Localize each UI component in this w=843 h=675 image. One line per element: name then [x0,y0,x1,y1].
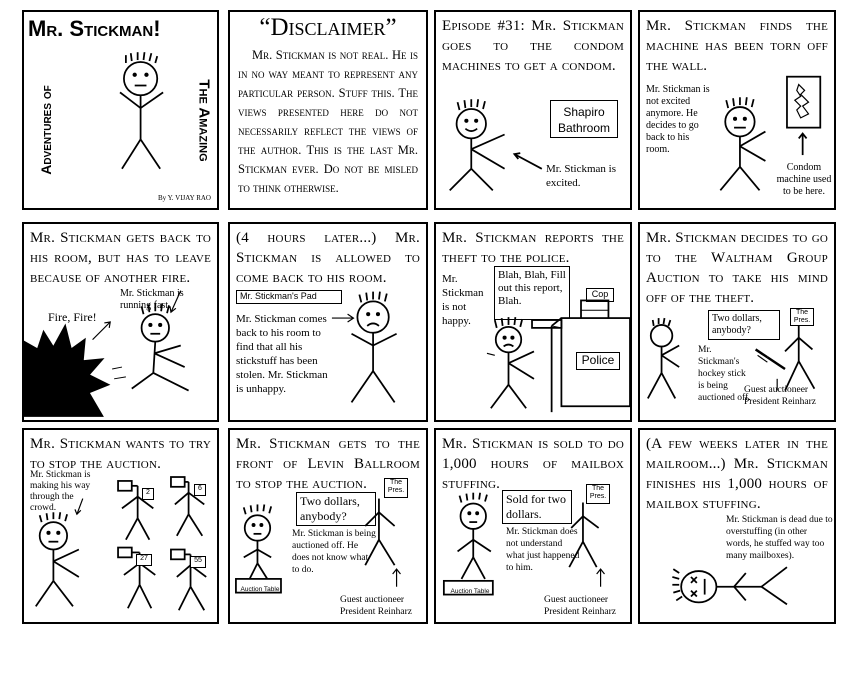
panel-fire: Mr. Stickman gets back to his room, but … [22,222,219,422]
stickman-dead [672,566,788,606]
fire-and-stickman [24,290,189,417]
note-stolen: Mr. Stickman comes back to his room to f… [236,313,328,395]
stickman-not-excited [719,75,822,191]
crowd-card-1: 2 [142,488,154,500]
note-crowd: Mr. Stickman is making his way through t… [30,470,91,513]
note-machine-here: Condom machine used to be here. [776,162,832,197]
panel-caption: Mr. Stickman reports the theft to the po… [442,230,624,266]
note-excited: Mr. Stickman is excited. [546,163,616,189]
panel-caption: Mr. Stickman gets to the front of Levin … [236,436,420,492]
speech-bubble-auctioneer: Two dollars, anybody? [708,310,780,340]
auction-table-label: Auction Table [240,586,280,593]
note-auctioneer: Guest auctioneer President Reinharz [340,595,413,617]
shapiro-bathroom-sign: Shapiro Bathroom [550,100,618,138]
auction-table-label: Auction Table [450,588,490,595]
panel-mailroom: (A few weeks later in the mailroom...) M… [638,428,836,624]
byline: By Y. VIJAY RAO [157,194,211,202]
note-hockey-stick: Mr. Stickman's hockey stick is being auc… [698,345,751,403]
panel-levin-ballroom: Mr. Stickman gets to the front of Levin … [228,428,428,624]
panel-sold: Mr. Stickman is sold to do 1,000 hours o… [434,428,632,624]
sold-scene [442,492,605,596]
ballroom-scene [235,498,401,594]
pres-label: The Pres. [586,484,610,504]
panel-caption: Mr. Stickman is sold to do 1,000 hours o… [442,436,624,492]
disclaimer-panel: “Disclaimer” Mr. Stickman is not real. H… [228,10,428,210]
title-panel: Mr. Stickman! Adventures of The Amazing … [22,10,219,210]
panel-machine-torn: Mr. Stickman finds the machine has been … [638,10,836,210]
panel-condom-machine: Episode #31: Mr. Stickman goes to the co… [434,10,632,210]
note-dead: Mr. Stickman is dead due to overstuffing… [726,515,833,561]
panel-caption: Mr. Stickman gets back to his room, but … [30,230,211,286]
pad-sign: Mr. Stickman's Pad [236,290,342,304]
disclaimer-body: Mr. Stickman is not real. He is in no wa… [238,48,418,195]
pres-label: The Pres. [384,478,408,498]
note-running: Mr. Stickman is running fast. [120,288,184,311]
note-not-excited: Mr. Stickman is not excited anymore. He … [646,84,710,155]
panel-caption: (4 hours later...) Mr. Stickman is allow… [236,230,420,286]
comic-title: Mr. Stickman! [28,16,161,41]
stickman-excited [449,99,543,191]
disclaimer-heading: “Disclaimer” [259,14,397,41]
note-does-not-understand: Mr. Stickman does not understand what ju… [506,527,580,573]
speech-bubble-cop: Blah, Blah, Fill out this report, Blah. [494,266,570,320]
crowd-card-3: 27 [136,554,152,566]
police-sign: Police [576,352,620,370]
panel-police: Mr. Stickman reports the theft to the po… [434,222,632,422]
note-auctioneer: Guest auctioneer President Reinharz [544,595,617,617]
panel-caption: Mr. Stickman finds the machine has been … [646,18,828,74]
crowd-scene [35,476,207,611]
panel-crowd: Mr. Stickman wants to try to stop the au… [22,428,219,624]
note-auctioneer: Guest auctioneer President Reinharz [744,385,817,407]
panel-room-return: (4 hours later...) Mr. Stickman is allow… [228,222,428,422]
note-not-happy: Mr. Stickman is not happy. [442,273,484,327]
police-scene [486,299,630,413]
panel-auction-hockey-stick: Mr. Stickman decides to go to the Waltha… [638,222,836,422]
pres-label: The Pres. [790,308,814,326]
crowd-card-4: 55 [190,556,206,568]
panel-caption: Mr. Stickman wants to try to stop the au… [30,436,211,472]
auction-scene [647,317,816,399]
stickman-unhappy [331,291,397,403]
panel-caption: (A few weeks later in the mailroom...) M… [646,436,828,512]
panel-caption: Episode #31: Mr. Stickman goes to the co… [442,18,624,74]
cop-label: Cop [586,288,614,302]
note-fire-shout: Fire, Fire! [48,310,97,324]
panel-caption: Mr. Stickman decides to go to the Waltha… [646,230,828,306]
note-auctioned-off: Mr. Stickman is being auctioned off. He … [292,529,376,575]
crowd-card-2: 6 [194,484,206,496]
stickman-title-figure [119,52,164,170]
speech-bubble-auctioneer: Sold for two dollars. [502,490,572,524]
speech-bubble-auctioneer: Two dollars, anybody? [296,492,376,526]
